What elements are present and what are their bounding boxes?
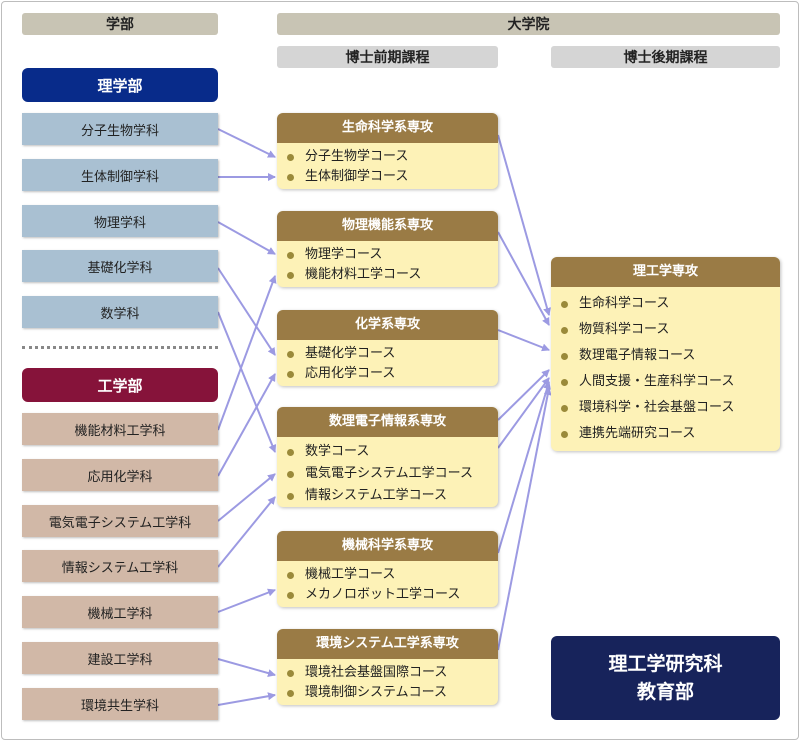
course-item: 数学コース: [277, 441, 498, 463]
connector-arrow: [217, 311, 277, 453]
faculty-science: 理学部: [22, 68, 218, 102]
bullet-icon: [287, 670, 294, 677]
doctoral-major-title: 理工学専攻: [551, 257, 780, 287]
dept-environment: 環境共生学科: [22, 688, 218, 720]
major-title: 生命科学系専攻: [277, 113, 498, 143]
connector-arrow: [217, 658, 276, 677]
course-item: 分子生物学コース: [277, 147, 498, 167]
doctoral-major: 理工学専攻 生命科学コース 物質科学コース 数理電子情報コース 人間支援・生産科…: [551, 257, 780, 451]
bullet-icon: [561, 431, 568, 438]
course-item: メカノロボット工学コース: [277, 585, 498, 605]
bullet-icon: [287, 174, 294, 181]
connector-arrow: [217, 588, 276, 613]
doctoral-course-item: 環境科学・社会基盤コース: [551, 395, 780, 421]
major-mechanical-science: 機械科学系専攻 機械工学コース メカノロボット工学コース: [277, 531, 498, 607]
dept-physics: 物理学科: [22, 205, 218, 237]
connector-arrow: [217, 267, 276, 356]
major-physics-function: 物理機能系専攻 物理学コース 機能材料工学コース: [277, 211, 498, 287]
doctoral-course-item: 数理電子情報コース: [551, 343, 780, 369]
dept-applied-chemistry: 応用化学科: [22, 459, 218, 491]
dept-bioregulation: 生体制御学科: [22, 159, 218, 191]
bullet-icon: [287, 449, 294, 456]
connector-arrow: [497, 329, 550, 352]
major-title: 物理機能系専攻: [277, 211, 498, 241]
doctoral-course-item: 連携先端研究コース: [551, 421, 780, 447]
dept-information-systems: 情報システム工学科: [22, 550, 218, 582]
bullet-icon: [287, 371, 294, 378]
course-item: 物理学コース: [277, 245, 498, 265]
course-item: 機能材料工学コース: [277, 265, 498, 285]
connector-arrow: [497, 231, 550, 326]
doctoral-course-header: 博士後期課程: [551, 46, 780, 68]
connector-arrow: [217, 496, 276, 568]
doctoral-course-item: 人間支援・生産科学コース: [551, 369, 780, 395]
course-item: 電気電子システム工学コース: [277, 463, 498, 485]
dept-functional-materials: 機能材料工学科: [22, 413, 218, 445]
dept-civil: 建設工学科: [22, 642, 218, 674]
dept-mathematics: 数学科: [22, 296, 218, 328]
faculty-header: 学部: [22, 13, 218, 35]
bullet-icon: [287, 592, 294, 599]
major-chemistry: 化学系専攻 基礎化学コース 応用化学コース: [277, 310, 498, 386]
bullet-icon: [287, 572, 294, 579]
bullet-icon: [287, 471, 294, 478]
major-title: 化学系専攻: [277, 310, 498, 340]
institution-line1: 理工学研究科: [608, 653, 723, 675]
institution-line2: 教育部: [636, 681, 694, 703]
connector-arrow: [497, 387, 552, 651]
bullet-icon: [287, 154, 294, 161]
dept-basic-chemistry: 基礎化学科: [22, 250, 218, 282]
dept-molecular-biology: 分子生物学科: [22, 113, 218, 145]
major-math-electronics-info: 数理電子情報系専攻 数学コース 電気電子システム工学コース 情報システム工学コー…: [277, 407, 498, 507]
bullet-icon: [561, 327, 568, 334]
connector-arrow: [217, 692, 276, 706]
course-item: 生体制御学コース: [277, 167, 498, 187]
graduate-header: 大学院: [277, 13, 780, 35]
major-title: 数理電子情報系専攻: [277, 407, 498, 437]
major-title: 機械科学系専攻: [277, 531, 498, 561]
bullet-icon: [287, 351, 294, 358]
bullet-icon: [561, 379, 568, 386]
bullet-icon: [561, 301, 568, 308]
connector-arrow: [217, 275, 277, 431]
major-life-science: 生命科学系専攻 分子生物学コース 生体制御学コース: [277, 113, 498, 189]
bullet-icon: [561, 405, 568, 412]
connector-arrow: [497, 134, 551, 316]
faculty-divider: [22, 346, 218, 349]
course-item: 環境社会基盤国際コース: [277, 663, 498, 683]
connector-arrow: [497, 369, 550, 421]
course-item: 応用化学コース: [277, 364, 498, 384]
major-title: 環境システム工学系専攻: [277, 629, 498, 659]
major-environmental-systems: 環境システム工学系専攻 環境社会基盤国際コース 環境制御システムコース: [277, 629, 498, 705]
course-item: 環境制御システムコース: [277, 683, 498, 703]
course-item: 情報システム工学コース: [277, 485, 498, 507]
bullet-icon: [287, 493, 294, 500]
dept-mechanical: 機械工学科: [22, 596, 218, 628]
doctoral-course-item: 物質科学コース: [551, 317, 780, 343]
institution-box: 理工学研究科 教育部: [551, 636, 780, 720]
dept-electrical-electronic: 電気電子システム工学科: [22, 505, 218, 537]
bullet-icon: [287, 690, 294, 697]
bullet-icon: [287, 272, 294, 279]
connector-arrow: [217, 221, 276, 255]
course-item: 機械工学コース: [277, 565, 498, 585]
bullet-icon: [287, 252, 294, 259]
faculty-engineering: 工学部: [22, 368, 218, 402]
connector-arrow: [217, 473, 276, 522]
doctoral-course-item: 生命科学コース: [551, 291, 780, 317]
connector-arrow: [497, 381, 551, 554]
connector-arrow: [497, 377, 550, 449]
connector-arrow: [217, 373, 276, 477]
master-course-header: 博士前期課程: [277, 46, 498, 68]
course-item: 基礎化学コース: [277, 344, 498, 364]
bullet-icon: [561, 353, 568, 360]
connector-arrow: [217, 128, 276, 158]
